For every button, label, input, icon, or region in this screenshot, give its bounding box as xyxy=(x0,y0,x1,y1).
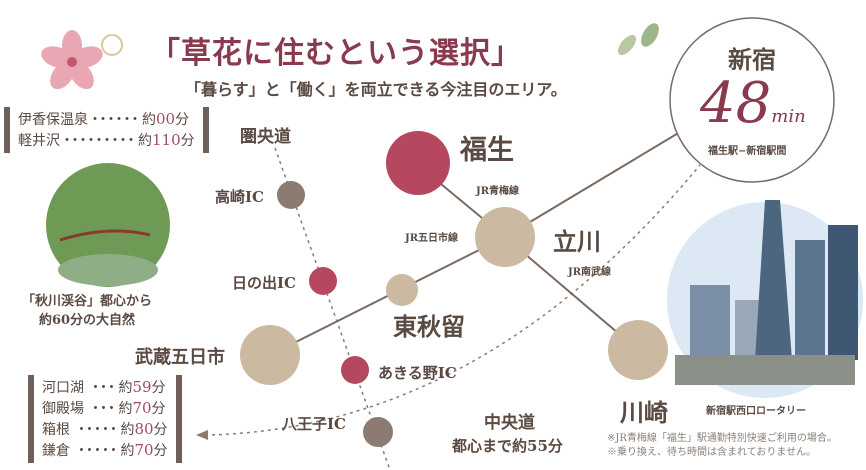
page-title: 「草花に住むという選択」 xyxy=(150,36,522,71)
line-label-ome: JR青梅線 xyxy=(476,186,520,197)
station-label-higashiakiru: 東秋留 xyxy=(393,312,465,341)
shinjuku-photo xyxy=(667,200,863,398)
destination-row: 河口湖 ・・・約59分 xyxy=(42,378,166,396)
station-label-fussa: 福生 xyxy=(460,135,514,166)
line-label-itsukaichi: JR五日市線 xyxy=(405,233,459,244)
ic-label: 日の出IC xyxy=(232,274,296,292)
shinjuku-circle xyxy=(669,17,835,183)
station-higashiakiru xyxy=(386,274,418,306)
ic-label: あきる野IC xyxy=(378,364,457,382)
akigawa-caption: 「秋川渓谷」都心から約60分の大自然 xyxy=(22,294,153,328)
ic-akiruno xyxy=(341,356,369,384)
ken-o-label: 圏央道 xyxy=(240,127,291,147)
ic-hachioji xyxy=(363,417,393,447)
station-tachikawa xyxy=(475,207,535,267)
shinjuku-caption: 福生駅−新宿駅間 xyxy=(708,146,787,157)
akigawa-photo xyxy=(46,163,170,287)
ic-label: 八王子IC xyxy=(282,415,346,433)
chuo-note: 都心まで約55分 xyxy=(452,437,563,455)
ic-label: 高崎IC xyxy=(215,188,264,206)
line-label-nambu: JR南武線 xyxy=(568,267,612,278)
page-subtitle: 「暮らす」と「働く」を両立できる今注目のエリア。 xyxy=(185,80,567,99)
station-kawasaki xyxy=(608,320,668,380)
ome-line-to-shinjuku xyxy=(504,119,701,238)
flower-icon xyxy=(41,30,103,90)
shinjuku-photo-caption: 新宿駅西口ロータリー xyxy=(706,406,806,417)
destination-row: 軽井沢・・・・・・・・・約110分 xyxy=(18,131,195,149)
station-musashiitsukaichi xyxy=(240,325,300,385)
destination-row: 箱根 ・・・・・約80分 xyxy=(42,420,168,438)
station-label-musashiitsukaichi: 武蔵五日市 xyxy=(135,347,225,368)
destination-row: 鎌倉 ・・・・・約70分 xyxy=(42,441,168,459)
top-destinations-box: 伊香保温泉・・・・・・約00分 軽井沢・・・・・・・・・約110分 xyxy=(4,107,209,153)
footnotes: ※JR青梅線「福生」駅通勤特別快速ご利用の場合。※乗り換え、待ち時間は含まれてお… xyxy=(607,433,837,458)
shinjuku-label: 新宿 xyxy=(728,45,776,74)
ic-hinode xyxy=(309,267,337,295)
ic-takasaki xyxy=(277,181,305,209)
bottom-destinations-box: 河口湖 ・・・約59分 御殿場 ・・・約70分 箱根 ・・・・・約80分 鎌倉 … xyxy=(28,375,182,463)
shinjuku-minutes: 48min xyxy=(700,71,806,136)
chuo-label: 中央道 xyxy=(484,413,535,433)
leaf-icon xyxy=(618,23,659,55)
chuo-road-line xyxy=(204,164,701,436)
station-label-tachikawa: 立川 xyxy=(553,227,601,256)
small-flower-icon xyxy=(101,34,123,56)
destination-row: 伊香保温泉・・・・・・約00分 xyxy=(18,110,190,128)
station-label-kawasaki: 川崎 xyxy=(620,398,668,427)
destination-row: 御殿場 ・・・約70分 xyxy=(42,399,166,417)
arrow-left-icon xyxy=(196,430,208,440)
station-fussa xyxy=(386,131,450,195)
